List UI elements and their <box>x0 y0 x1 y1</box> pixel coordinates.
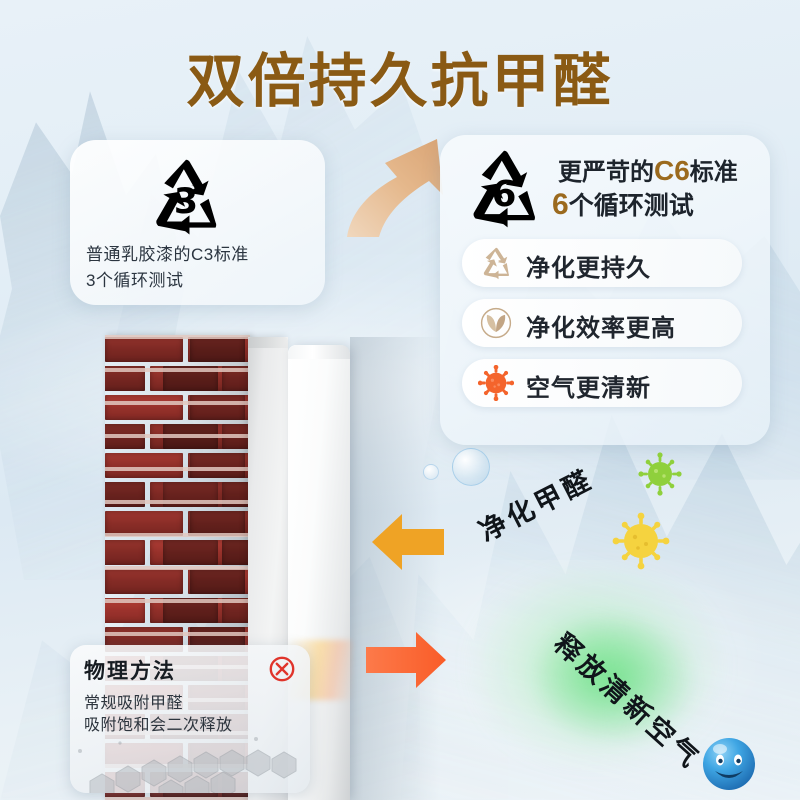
brick <box>163 424 219 449</box>
standard-c6-card: 6 更严苛的C6标准 6个循环测试 净化更持久 净化效率更 <box>440 135 770 445</box>
recycle-3-icon: 3 <box>156 159 217 235</box>
brick <box>163 540 219 565</box>
wall-shadow <box>350 337 440 800</box>
brick <box>105 569 184 594</box>
brick-row <box>190 335 250 364</box>
brick <box>190 569 246 594</box>
brick <box>105 598 145 623</box>
panel-top-edge <box>248 337 288 348</box>
feature-pill[interactable]: 净化更持久 <box>462 239 742 287</box>
brick <box>163 598 219 623</box>
brick <box>105 424 145 449</box>
feature-label: 净化效率更高 <box>526 315 676 342</box>
green-fresh-air-glow <box>520 600 730 760</box>
physical-method-card: 物理方法 常规吸附甲醛 吸附饱和会二次释放 <box>70 645 310 793</box>
brick <box>105 366 145 391</box>
c6-heading-accent: C6 <box>654 155 690 186</box>
brick <box>221 424 250 449</box>
brick <box>221 598 250 623</box>
recycle-icon <box>483 247 509 280</box>
brick-row <box>190 509 250 538</box>
brick-row <box>163 596 250 625</box>
c6-cycles-accent: 6 <box>552 188 569 221</box>
brick <box>163 482 219 507</box>
brick <box>190 337 246 362</box>
left-card-line1: 普通乳胶漆的C3标准 <box>86 245 249 264</box>
honeycomb-texture <box>78 737 297 793</box>
brick <box>163 366 219 391</box>
feature-pill[interactable]: 净化效率更高 <box>462 299 742 347</box>
c6-cycles-suffix: 个循环测试 <box>568 192 694 220</box>
brick <box>105 511 184 536</box>
recycle-6-icon: 6 <box>473 150 535 228</box>
right-arrow-icon <box>366 632 446 688</box>
brick <box>105 395 184 420</box>
virus-icon <box>478 365 514 401</box>
feature-label: 净化更持久 <box>526 255 651 282</box>
brick-row <box>163 364 250 393</box>
brick-row <box>163 480 250 509</box>
brick-row <box>190 451 250 480</box>
feature-label: 空气更清新 <box>526 375 651 402</box>
green-virus-icon <box>638 452 682 496</box>
brick-row <box>163 538 250 567</box>
c6-heading-suffix: 标准 <box>689 159 738 186</box>
page-title: 双倍持久抗甲醛 <box>186 47 614 115</box>
left-arrow-icon <box>372 514 444 570</box>
blue-smiley-droplet-icon <box>703 738 755 790</box>
brick <box>190 453 246 478</box>
brick-row <box>190 393 250 422</box>
soap-bubble <box>423 464 439 480</box>
brick <box>105 540 145 565</box>
brick <box>221 540 250 565</box>
standard-c3-card: 3 普通乳胶漆的C3标准 3个循环测试 <box>70 140 325 305</box>
brick <box>221 482 250 507</box>
brick-row <box>190 567 250 596</box>
recycle-number: 6 <box>492 174 517 215</box>
physical-method-line1: 常规吸附甲醛 <box>84 695 184 712</box>
brick <box>105 482 145 507</box>
recycle-number: 3 <box>174 182 198 222</box>
brick <box>105 453 184 478</box>
brick <box>190 511 246 536</box>
soap-bubble <box>452 448 490 486</box>
x-circle-icon <box>269 656 295 682</box>
feature-pill[interactable]: 空气更清新 <box>462 359 742 407</box>
panel-top-edge <box>288 345 350 359</box>
left-card-line2: 3个循环测试 <box>86 271 184 290</box>
c6-heading-prefix: 更严苛的 <box>558 159 654 186</box>
physical-method-line2: 吸附饱和会二次释放 <box>84 717 233 734</box>
yellow-virus-icon <box>612 512 670 570</box>
c6-heading-line2: 6个循环测试 <box>552 186 694 222</box>
c6-heading-line1: 更严苛的C6标准 <box>558 152 738 187</box>
brick-row <box>163 422 250 451</box>
brick <box>221 366 250 391</box>
physical-method-title: 物理方法 <box>84 660 176 683</box>
brick <box>190 395 246 420</box>
upward-curved-arrow-icon <box>347 139 443 237</box>
brick <box>105 337 184 362</box>
leaf-check-circle-icon <box>480 307 512 339</box>
